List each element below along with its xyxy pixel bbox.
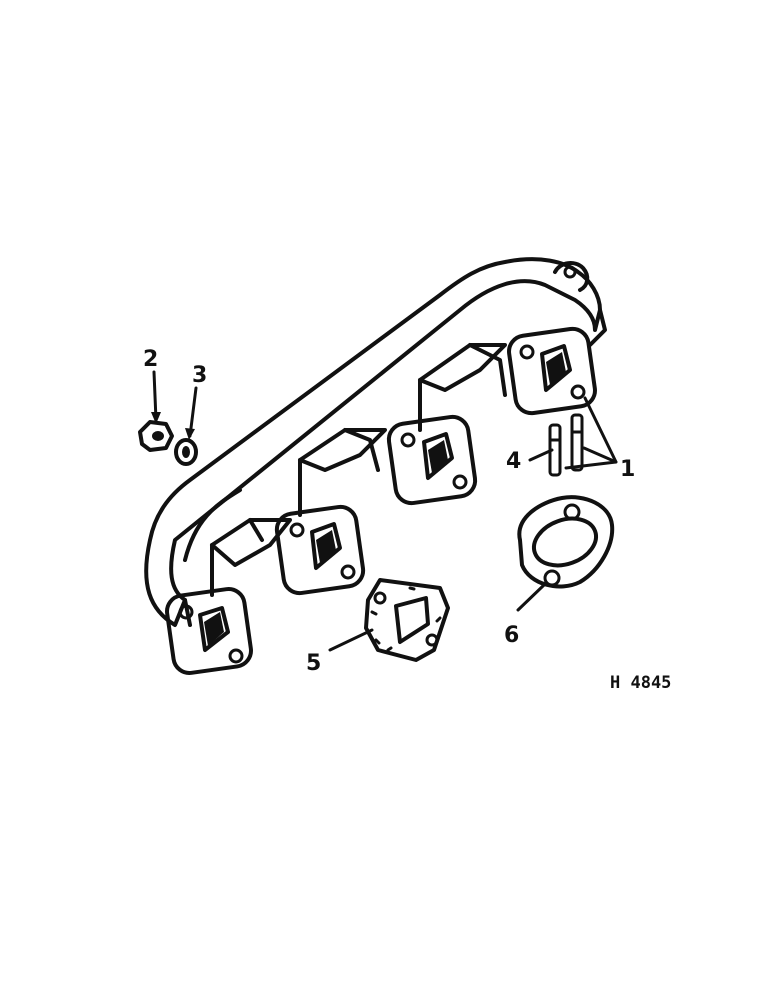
callout-6: 6: [504, 623, 519, 648]
leader-lines: [151, 370, 618, 652]
callout-1: 1: [620, 457, 635, 482]
callout-3: 3: [192, 363, 207, 388]
port-gasket: [364, 578, 450, 662]
outlet-gasket: [517, 495, 615, 589]
port-flange-3: [386, 414, 478, 506]
callout-4: 4: [506, 449, 521, 474]
drawing-reference-code: H 4845: [610, 673, 671, 693]
port-flange-4: [507, 326, 597, 416]
port-flange-2: [274, 504, 366, 596]
callout-5: 5: [306, 651, 321, 676]
hex-nut: [138, 420, 174, 452]
callout-2: 2: [143, 347, 158, 372]
lock-washer: [174, 438, 198, 466]
port-flange-1: [165, 587, 253, 675]
exhaust-manifold: [144, 257, 607, 675]
